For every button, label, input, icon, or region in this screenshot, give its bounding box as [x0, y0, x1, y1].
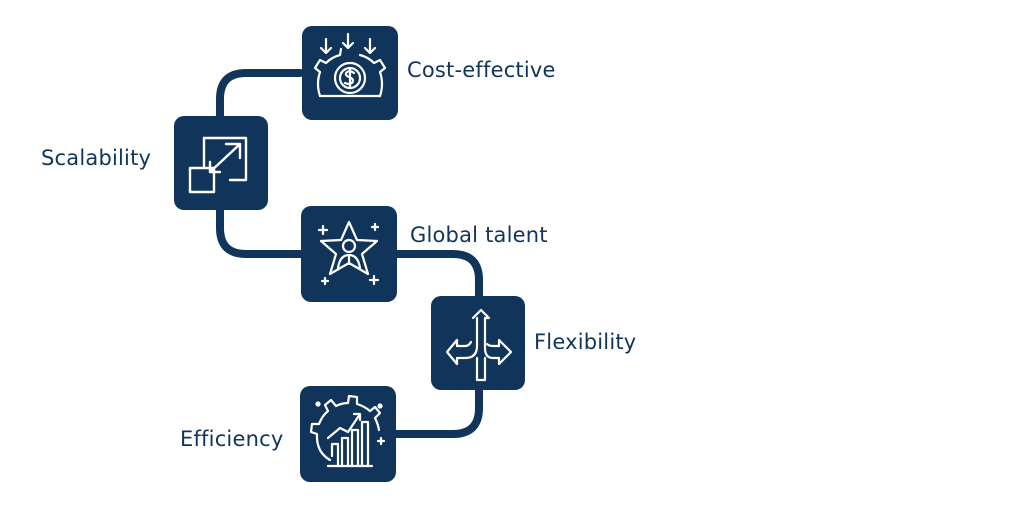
split-arrows-icon: [445, 308, 513, 382]
resize-arrows-icon: [188, 136, 248, 194]
gear-dollar-icon: [313, 32, 387, 98]
step-box-flexibility: [431, 296, 525, 390]
step-label-scalability: Scalability: [41, 146, 152, 170]
gear-chart-icon: [309, 394, 386, 468]
step-label-cost-effective: Cost-effective: [407, 58, 556, 82]
step-box-global-talent: [301, 206, 397, 302]
step-box-scalability: [174, 116, 268, 210]
step-label-flexibility: Flexibility: [534, 330, 637, 354]
star-person-icon: [317, 220, 380, 286]
step-label-efficiency: Efficiency: [180, 427, 284, 451]
step-box-cost-effective: [302, 26, 398, 120]
step-label-global-talent: Global talent: [410, 223, 548, 247]
step-box-efficiency: [300, 386, 396, 482]
